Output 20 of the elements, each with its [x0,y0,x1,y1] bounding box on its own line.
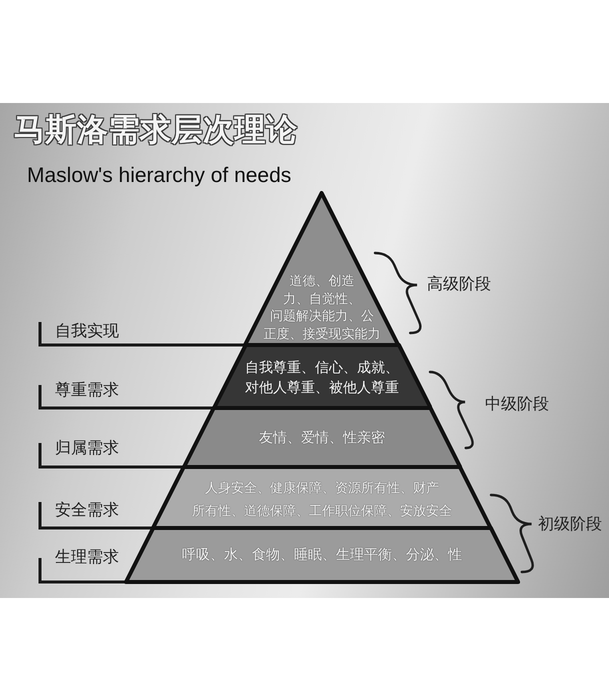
level-label: 自我实现 [55,321,119,341]
stage-label: 中级阶段 [485,394,549,414]
level-text: 道德、创造力、自觉性、问题解决能力、公正度、接受现实能力 [263,274,380,342]
stage-label: 高级阶段 [427,274,491,294]
title: 马斯洛需求层次理论 [14,111,298,150]
level-label: 安全需求 [55,500,119,520]
leader-line [38,502,154,530]
level-label: 归属需求 [55,438,119,458]
leader-line [38,322,246,346]
leader-line [38,385,214,410]
level-label: 尊重需求 [55,380,119,400]
level-label: 生理需求 [55,547,119,567]
subtitle: Maslow's hierarchy of needs [27,163,292,189]
level-text: 友情、爱情、性亲密 [258,430,385,446]
level-text: 自我尊重、信心、成就、对他人尊重、被他人尊重 [244,360,399,396]
leader-line [38,558,126,584]
leader-line [38,443,184,468]
stage-label: 初级阶段 [538,514,602,534]
level-text: 呼吸、水、食物、睡眠、生理平衡、分泌、性 [182,547,462,563]
level-text: 人身安全、健康保障、资源所有性、财产所有性、道德保障、工作职位保障、安放安全 [192,481,452,518]
